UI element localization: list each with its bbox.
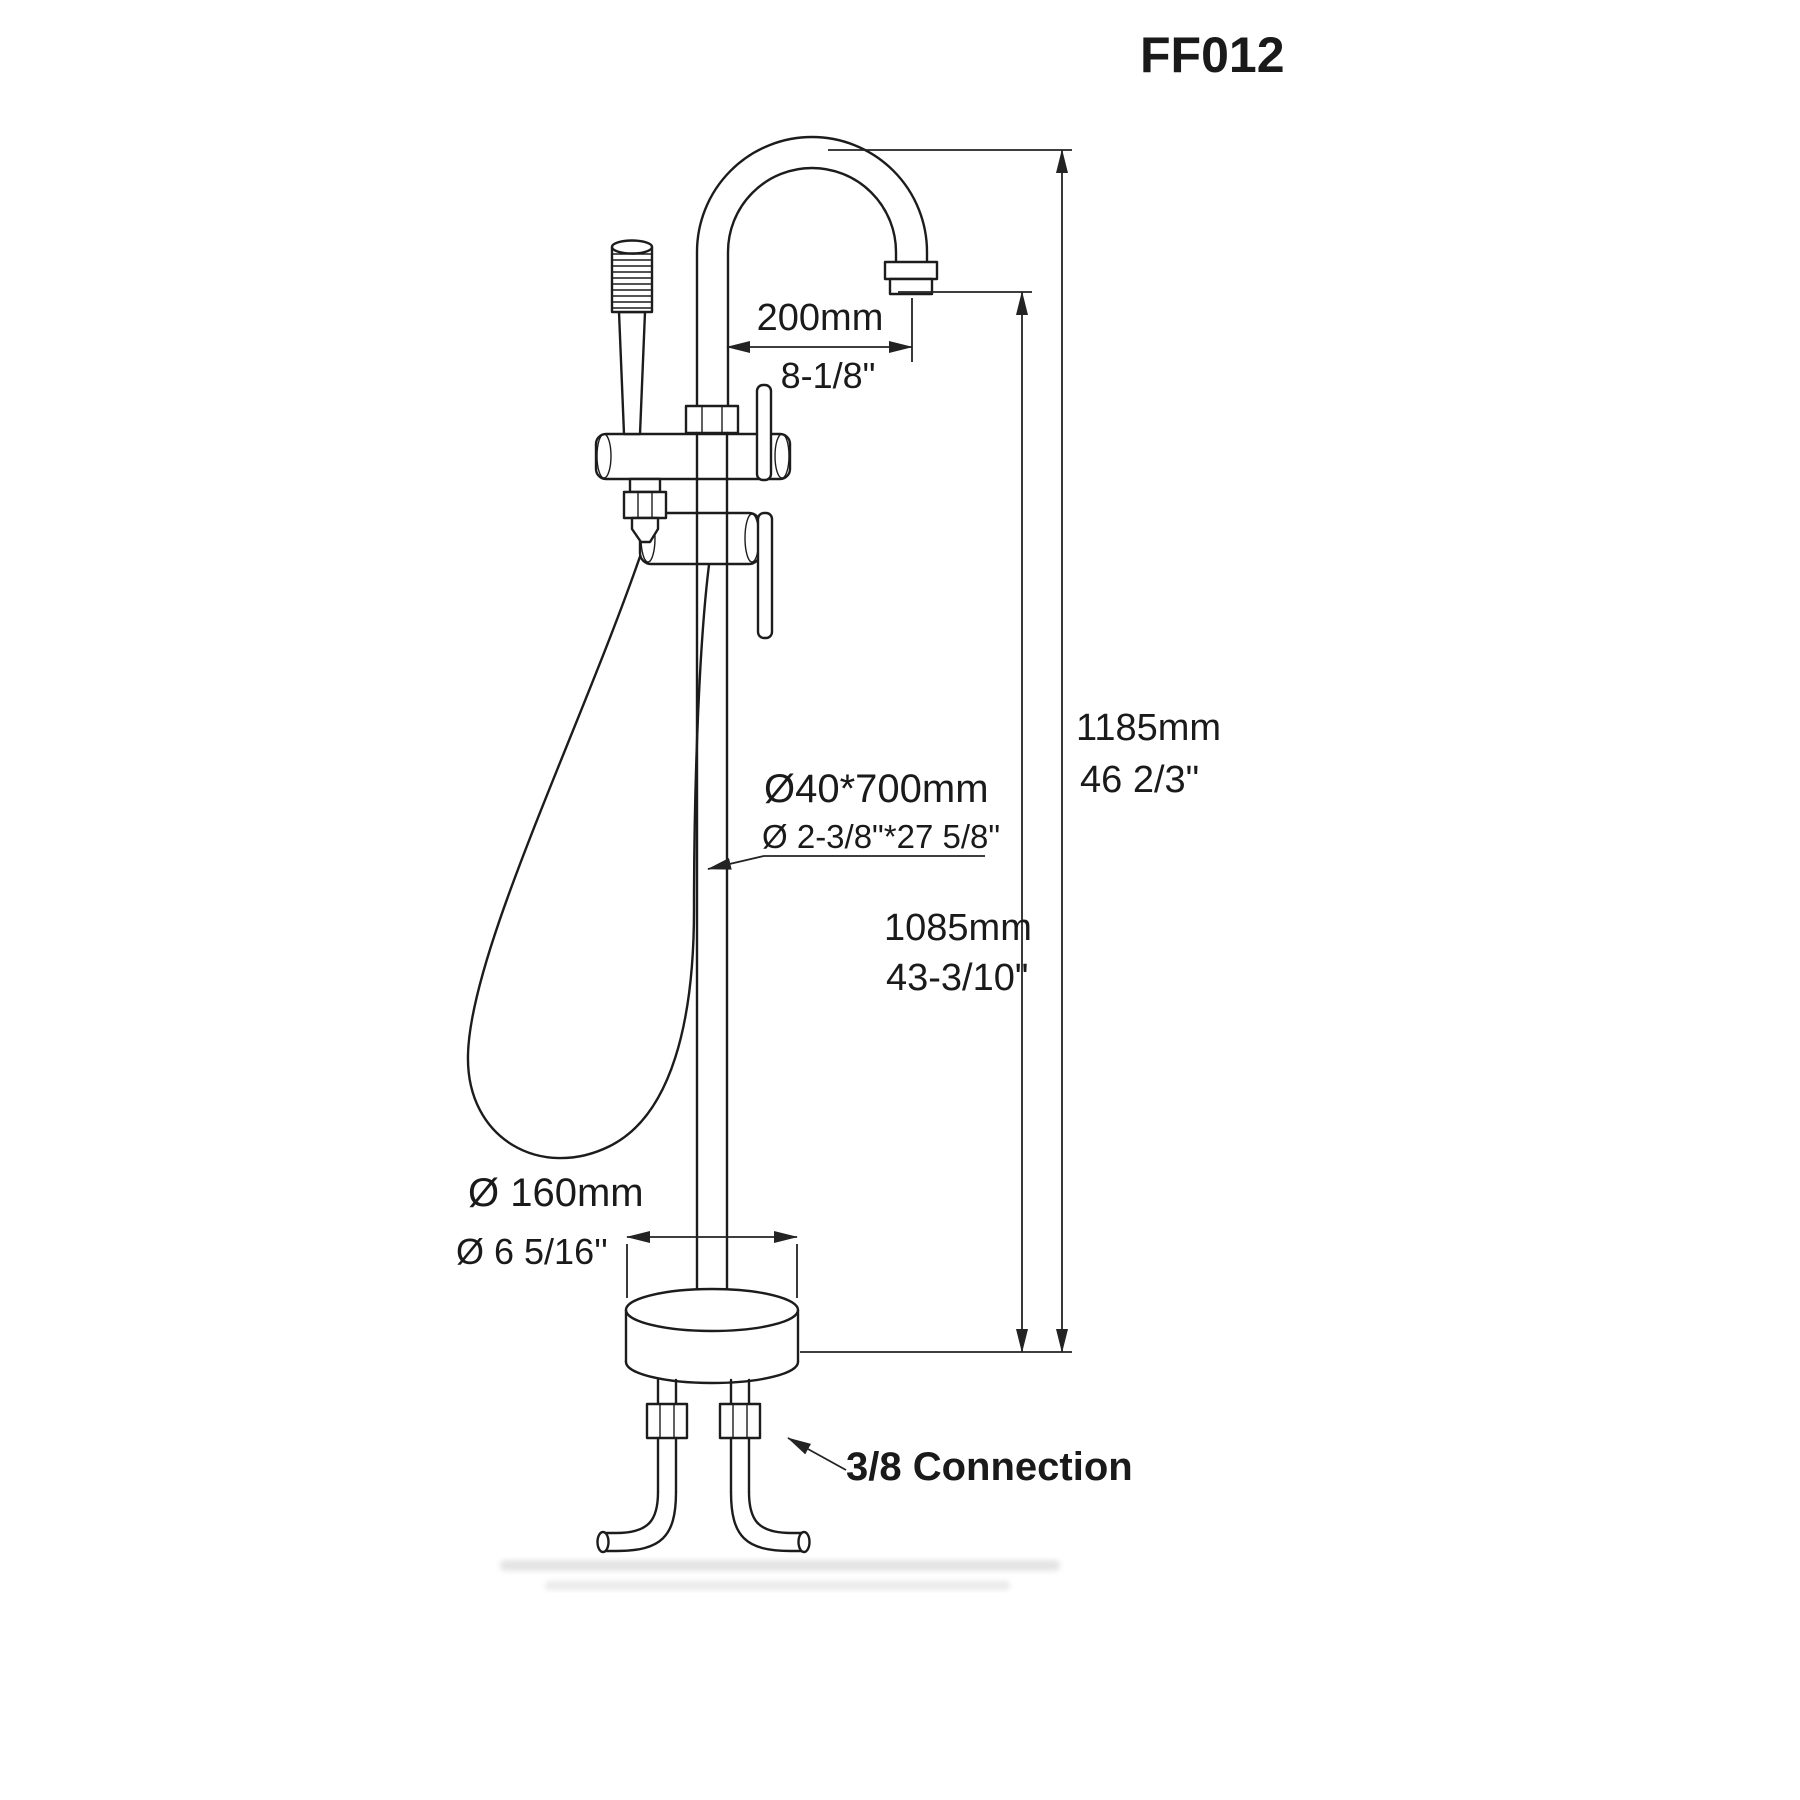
label-spout-reach-inch: 8-1/8" — [781, 355, 876, 396]
faucet-drawing — [466, 135, 939, 1554]
label-riser-pipe-mm: Ø40*700mm — [764, 767, 989, 811]
label-riser-pipe-inch: Ø 2-3/8"*27 5/8" — [762, 818, 1000, 855]
hand-shower-wand — [610, 239, 654, 436]
label-inlet-connection: 3/8 Connection — [846, 1445, 1133, 1489]
right-inlet-nut — [718, 1402, 762, 1440]
leader-connection — [787, 1437, 847, 1471]
label-spout-height-mm: 1085mm — [884, 907, 1032, 949]
label-spout-reach-mm: 200mm — [757, 297, 884, 339]
upper-valve-lever — [755, 383, 773, 482]
leader-riser-pipe — [707, 855, 985, 870]
gooseneck-spout — [695, 135, 939, 408]
label-spout-height-inch: 43-3/10" — [886, 957, 1028, 999]
label-base-diameter-mm: Ø 160mm — [468, 1171, 644, 1215]
lower-valve-lever — [756, 511, 774, 640]
left-inlet-nut — [645, 1402, 689, 1440]
label-overall-height-mm: 1185mm — [1076, 707, 1221, 749]
spout-outlet — [883, 260, 939, 281]
label-base-diameter-inch: Ø 6 5/16'' — [456, 1231, 608, 1272]
lower-valve-cross — [638, 511, 774, 640]
shower-hose — [466, 540, 713, 1160]
spout-union-nut — [684, 404, 740, 435]
supply-inlet-pipes — [596, 1378, 811, 1554]
upper-valve-cross — [594, 383, 792, 482]
dimension-annotations — [626, 149, 1072, 1471]
model-title: FF012 — [1140, 27, 1285, 83]
label-overall-height-inch: 46 2/3" — [1080, 759, 1199, 801]
watermark-smudge — [500, 1560, 1060, 1590]
floor-base — [624, 1287, 800, 1385]
hose-fitting — [622, 477, 668, 544]
labels-group: FF012 200mm 8-1/8" Ø40*700mm Ø 2-3/8"*27… — [456, 27, 1285, 1489]
